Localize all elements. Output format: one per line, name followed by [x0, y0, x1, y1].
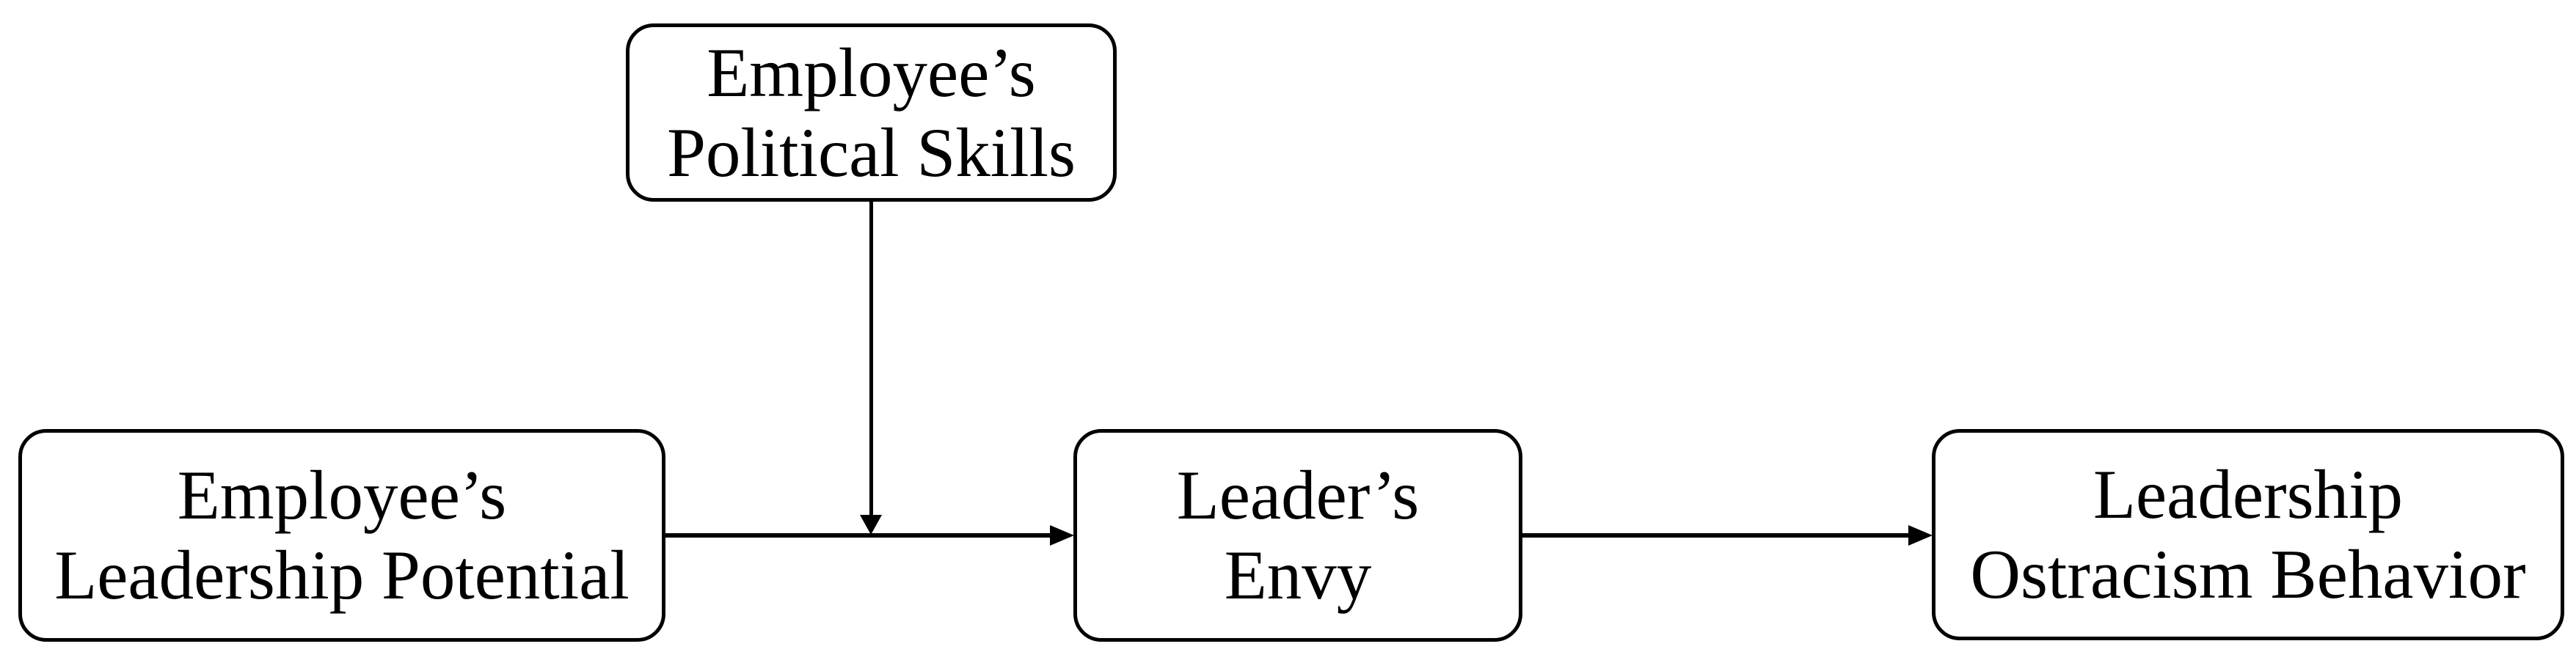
box-leaders-envy: Leader’s Envy: [1073, 429, 1522, 642]
arrow-antecedent-to-mediator-head-icon: [1050, 525, 1074, 546]
box-leadership-ostracism-behavior: Leadership Ostracism Behavior: [1932, 429, 2564, 640]
box-label-line: Employee’s: [177, 456, 507, 534]
arrow-moderator-to-path-shaft: [869, 200, 873, 517]
box-label-line: Ostracism Behavior: [1970, 535, 2526, 613]
box-label-line: Leadership: [2092, 455, 2404, 533]
box-label-line: Employee’s: [707, 33, 1036, 111]
box-label-line: Political Skills: [667, 113, 1076, 191]
box-label-line: Leadership Potential: [54, 536, 630, 614]
box-label-line: Envy: [1224, 536, 1372, 614]
arrow-mediator-to-outcome-shaft: [1521, 533, 1910, 538]
box-employees-leadership-potential: Employee’s Leadership Potential: [18, 429, 665, 642]
arrow-antecedent-to-mediator-shaft: [664, 533, 1051, 538]
arrow-moderator-to-path-head-icon: [860, 515, 882, 535]
box-employees-political-skills: Employee’s Political Skills: [626, 23, 1117, 202]
arrow-mediator-to-outcome-head-icon: [1908, 525, 1933, 546]
box-label-line: Leader’s: [1176, 456, 1420, 534]
